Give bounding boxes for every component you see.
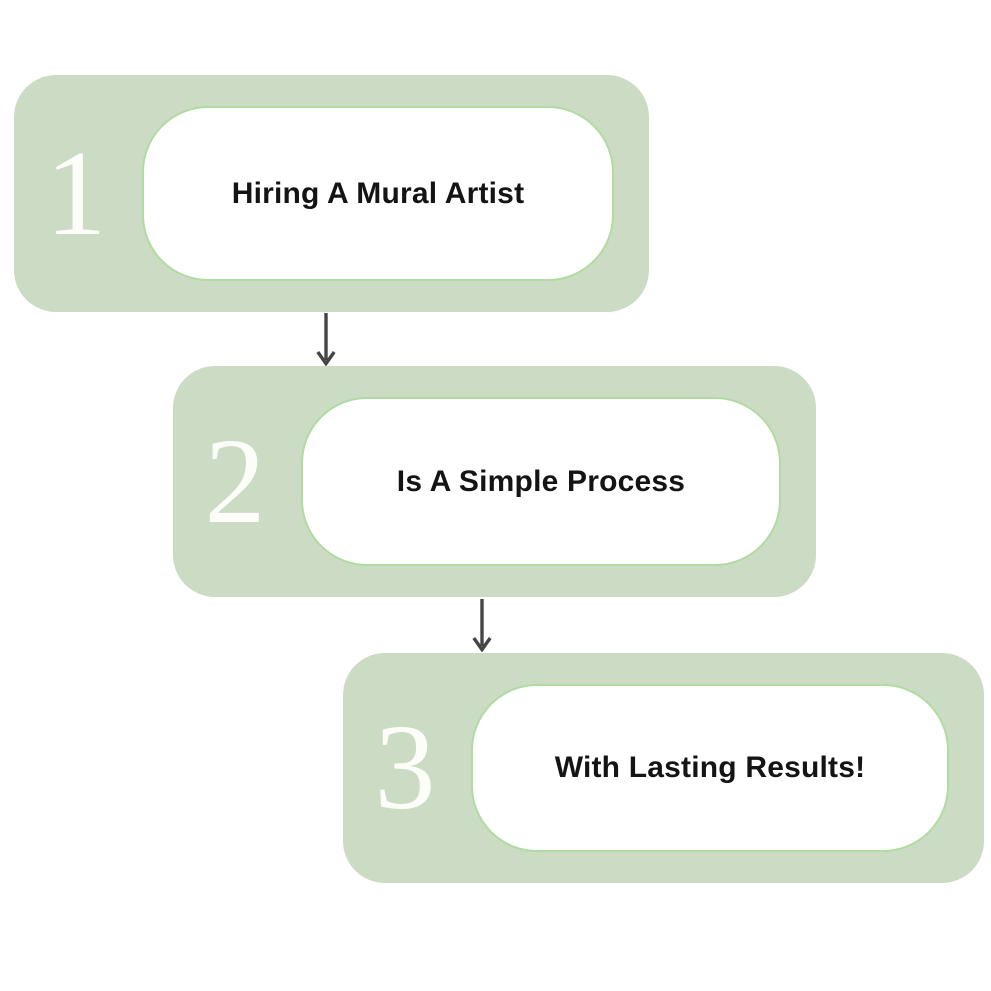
step-1-number-gutter: 1 [14,75,138,312]
step-1-number: 1 [45,125,107,261]
step-block-1: 1 Hiring A Mural Artist [14,75,649,312]
step-3-label: With Lasting Results! [554,751,866,784]
step-block-2: 2 Is A Simple Process [173,366,816,597]
down-arrow-icon [316,313,336,366]
down-arrow-icon [472,599,492,652]
step-1-label-pill: Hiring A Mural Artist [142,106,614,281]
step-2-label: Is A Simple Process [396,464,686,498]
step-3-label-pill: With Lasting Results! [471,684,949,852]
step-3-number-gutter: 3 [343,653,467,883]
step-1-label: Hiring A Mural Artist [231,176,525,210]
step-2-number-gutter: 2 [173,366,297,597]
step-3-number: 3 [374,700,436,835]
step-block-3: 3 With Lasting Results! [343,653,984,883]
step-2-number: 2 [204,413,266,549]
step-2-label-pill: Is A Simple Process [301,397,781,566]
